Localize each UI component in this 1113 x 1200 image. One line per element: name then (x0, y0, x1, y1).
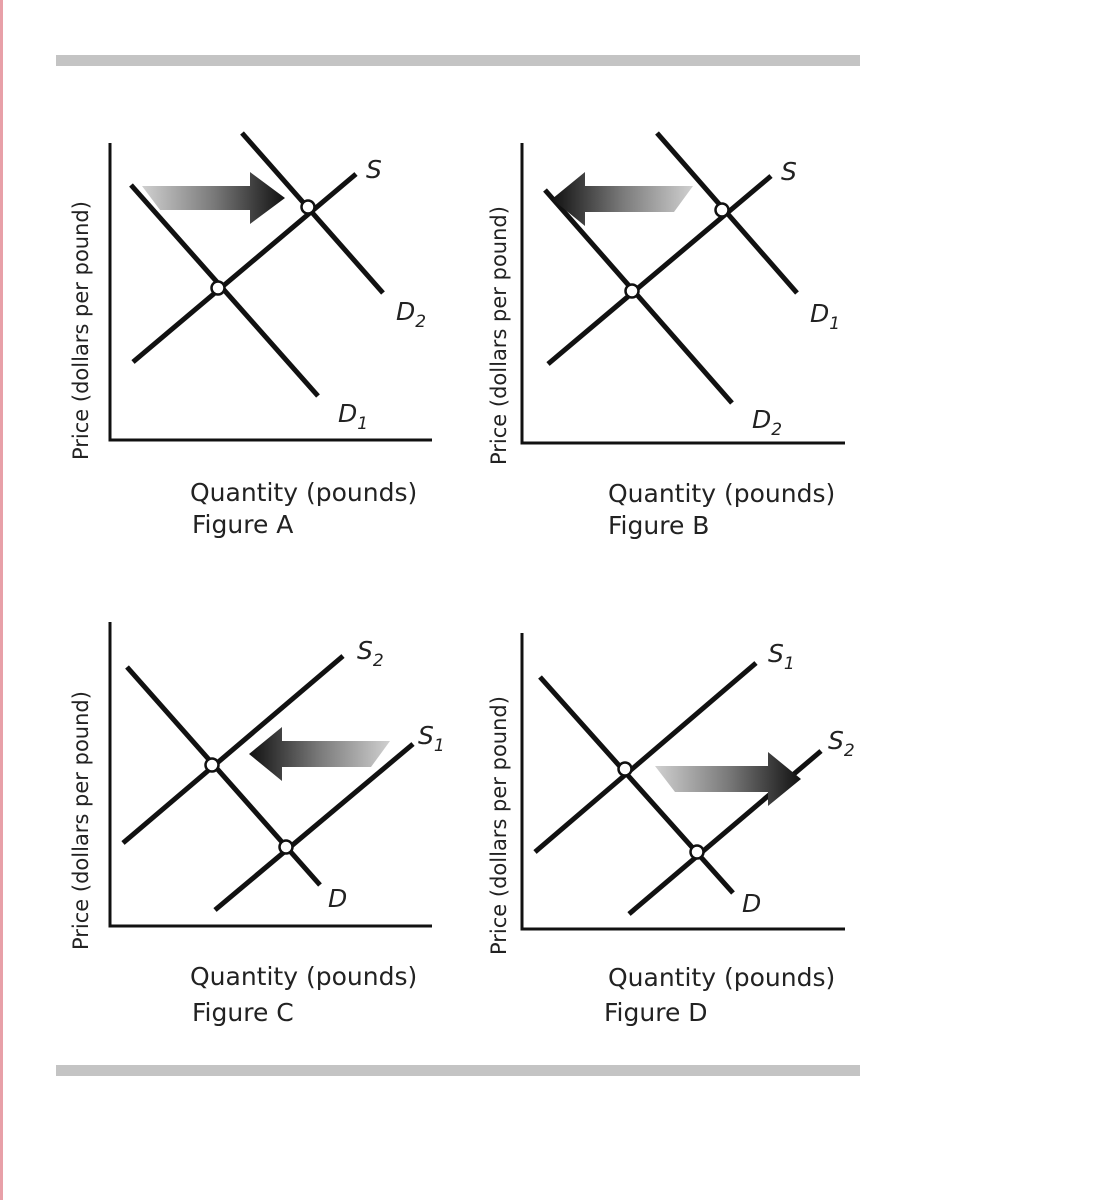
page-left-edge (0, 0, 3, 1200)
figure-b-axes (520, 143, 845, 445)
figure-a-axes (108, 143, 432, 442)
figure-a-equilibrium-initial (210, 280, 226, 296)
top-divider (56, 55, 860, 66)
figure-b-curve-label-d1: D1 (810, 299, 840, 334)
figure-c-equilibrium-new (204, 757, 220, 773)
figure-b-supply-curve (546, 174, 773, 366)
figure-a: Price (dollars per pound) S D2 D1 Quanti… (69, 131, 432, 539)
figure-d-x-axis-label: Quantity (pounds) (608, 963, 835, 992)
figure-a-caption: Figure A (192, 510, 293, 539)
figure-c-supply-curve-s2 (121, 654, 345, 845)
figure-d-equilibrium-new (689, 844, 705, 860)
figure-c-curve-label-s2: S2 (357, 636, 384, 671)
bottom-divider (56, 1065, 860, 1076)
figure-c-curve-label-d: D (328, 884, 347, 913)
figure-c-caption: Figure C (192, 998, 294, 1027)
figure-b-equilibrium-new (624, 283, 640, 299)
figure-c: Price (dollars per pound) S2 S1 D Quanti… (69, 622, 445, 1027)
figure-c-supply-curve-s1 (213, 742, 415, 912)
figure-b-x-axis-label: Quantity (pounds) (608, 479, 835, 508)
figure-c-y-axis-label: Price (dollars per pound) (69, 691, 93, 950)
figure-d-caption: Figure D (604, 998, 708, 1027)
figure-b-caption: Figure B (608, 511, 709, 540)
figure-b: Price (dollars per pound) S D1 D2 Quanti… (487, 131, 845, 540)
figure-d-axes (520, 633, 845, 931)
figure-d-supply-curve-s1 (533, 661, 758, 854)
figure-d-shift-arrow-right-icon (655, 752, 801, 806)
figure-a-curve-label-d2: D2 (396, 297, 426, 332)
figure-b-y-axis-label: Price (dollars per pound) (487, 206, 511, 465)
figure-c-equilibrium-initial (278, 839, 294, 855)
figure-a-y-axis-label: Price (dollars per pound) (69, 201, 93, 460)
figure-c-curve-label-s1: S1 (418, 721, 445, 756)
figure-a-shift-arrow-right-icon (142, 172, 285, 224)
figure-d-equilibrium-initial (617, 761, 633, 777)
figure-a-curve-label-s: S (366, 155, 382, 184)
figure-d-curve-label-d: D (742, 889, 761, 918)
figure-b-equilibrium-initial (714, 202, 730, 218)
figure-c-shift-arrow-left-icon (249, 727, 390, 781)
figure-d-curve-label-s2: S2 (828, 726, 855, 761)
figure-a-supply-curve (131, 172, 358, 364)
figure-d: Price (dollars per pound) S1 S2 D Quanti… (487, 633, 855, 1027)
figure-b-curve-label-s: S (781, 157, 797, 186)
figure-d-curve-label-s1: S1 (768, 639, 795, 674)
figure-b-curve-label-d2: D2 (752, 405, 782, 440)
figure-b-demand-curve-d2 (543, 188, 734, 405)
figure-a-x-axis-label: Quantity (pounds) (190, 478, 417, 507)
figure-a-curve-label-d1: D1 (338, 399, 368, 434)
figure-b-shift-arrow-left-icon (552, 172, 693, 226)
figure-d-y-axis-label: Price (dollars per pound) (487, 696, 511, 955)
figure-a-equilibrium-new (300, 199, 316, 215)
figure-c-x-axis-label: Quantity (pounds) (190, 962, 417, 991)
figure-c-axes (108, 622, 432, 928)
